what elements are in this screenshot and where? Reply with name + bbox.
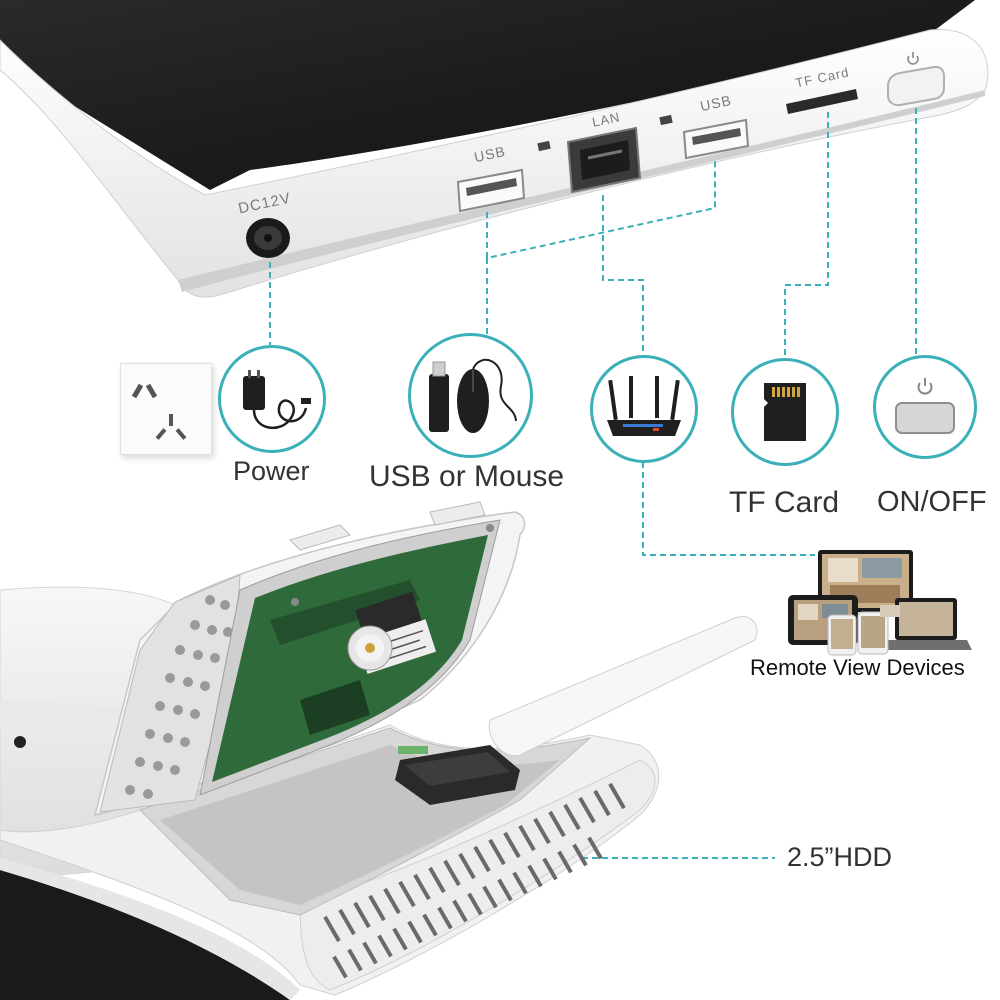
usb-drive-icon [429,361,449,432]
wall-socket-icon [120,363,212,455]
router-circle [590,355,698,463]
power-button [887,52,945,107]
label-power: Power [233,456,310,486]
power-symbol-icon [917,378,933,395]
tf-card-circle [731,358,839,466]
usb-port-right [682,118,750,160]
lan-port [566,126,642,194]
power-button-icon [895,378,955,434]
tf-slot [786,89,858,114]
label-onoff: ON/OFF [877,486,987,518]
router-icon [607,376,681,436]
mouse-icon [457,358,517,433]
hdd-pcb [212,535,488,782]
label-tf-card: TF Card [729,486,840,519]
tf-card-icon [764,383,806,441]
nvr-device [0,0,989,298]
label-hdd: 2.5”HDD [787,842,893,872]
device-top-surface [0,0,975,190]
label-remote-view: Remote View Devices [750,655,965,680]
hdd-assembly [93,501,526,817]
usb-port-left [456,168,526,213]
label-usb-mouse: USB or Mouse [369,460,565,493]
hdd-bracket-mesh [99,574,241,813]
onoff-circle [873,355,977,459]
dc-jack [246,218,290,258]
antenna [488,616,758,757]
vent-slots [323,782,626,979]
power-adapter-circle [218,345,326,453]
power-adapter-icon [243,370,311,430]
usb-mouse-circle [408,333,533,458]
remote-devices-icon [788,550,972,656]
